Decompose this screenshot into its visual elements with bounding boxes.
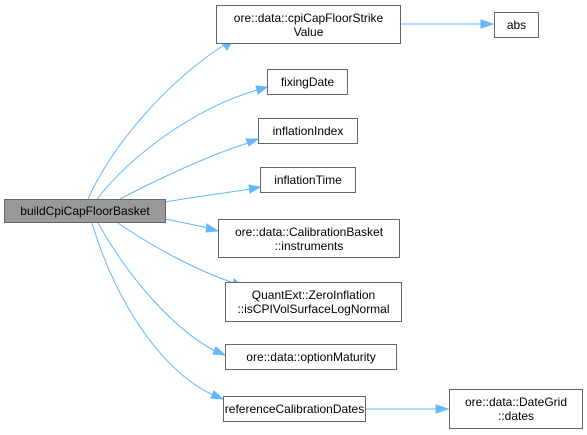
arrowhead-inflation-time bbox=[248, 184, 262, 194]
arrowhead-fixing-date bbox=[255, 85, 269, 95]
node-reference-calibration-dates[interactable]: referenceCalibrationDates bbox=[223, 396, 366, 422]
node-build-cpi-cap-floor-basket: buildCpiCapFloorBasket bbox=[4, 199, 166, 223]
node-date-grid-dates-label-line1: ore::data::DateGrid bbox=[464, 395, 568, 409]
node-abs[interactable]: abs bbox=[494, 12, 539, 38]
edge-root-to-ref-dates bbox=[91, 222, 214, 396]
node-option-maturity-label: ore::data::optionMaturity bbox=[246, 350, 376, 364]
arrowhead-inflation-index bbox=[245, 138, 260, 147]
edge-root-to-inflation-index bbox=[119, 142, 249, 200]
arrowhead-abs bbox=[480, 19, 495, 29]
node-calibration-basket-instruments-label-line2: ::instruments bbox=[274, 238, 344, 253]
node-option-maturity[interactable]: ore::data::optionMaturity bbox=[225, 344, 397, 370]
node-cpi-cap-floor-strike-value-label-line2: Value bbox=[293, 24, 324, 39]
node-is-cpi-vol-surface-log-normal[interactable]: QuantExt::ZeroInflation ::isCPIVolSurfac… bbox=[225, 282, 402, 322]
node-inflation-time[interactable]: inflationTime bbox=[260, 167, 356, 193]
node-cpi-cap-floor-strike-value[interactable]: ore::data::cpiCapFloorStrike Value bbox=[216, 5, 401, 44]
node-cpi-cap-floor-strike-value-label-line1: ore::data::cpiCapFloorStrike bbox=[233, 10, 384, 25]
node-inflation-index-label: inflationIndex bbox=[272, 124, 344, 138]
node-is-cpi-vol-surface-log-normal-label-line1: QuantExt::ZeroInflation bbox=[251, 288, 376, 302]
node-calibration-basket-instruments-label-line1: ore::data::CalibrationBasket bbox=[234, 224, 384, 239]
node-date-grid-dates-label-line2: ::dates bbox=[497, 409, 535, 423]
arrowhead-option-maturity bbox=[212, 346, 227, 356]
node-date-grid-dates[interactable]: ore::data::DateGrid ::dates bbox=[449, 389, 583, 429]
node-fixing-date-label: fixingDate bbox=[280, 75, 335, 89]
edge-root-to-lognormal bbox=[117, 222, 235, 284]
node-build-cpi-cap-floor-basket-label: buildCpiCapFloorBasket bbox=[20, 204, 150, 218]
arrowhead-dategrid bbox=[435, 404, 450, 414]
edge-root-to-fixing-date bbox=[96, 89, 258, 200]
node-inflation-time-label: inflationTime bbox=[274, 173, 342, 187]
node-calibration-basket-instruments[interactable]: ore::data::CalibrationBasket ::instrumen… bbox=[218, 219, 400, 258]
node-fixing-date[interactable]: fixingDate bbox=[267, 69, 348, 95]
edge-root-to-option-maturity bbox=[97, 222, 216, 352]
edge-root-to-instruments bbox=[164, 218, 209, 229]
edge-root-to-inflation-time bbox=[164, 188, 251, 203]
arrowhead-ref-dates bbox=[210, 390, 225, 400]
edge-root-to-strike-value bbox=[87, 44, 225, 200]
node-reference-calibration-dates-label: referenceCalibrationDates bbox=[224, 402, 365, 416]
node-inflation-index[interactable]: inflationIndex bbox=[258, 118, 358, 144]
arrowhead-instruments bbox=[205, 223, 220, 233]
node-is-cpi-vol-surface-log-normal-label-line2: ::isCPIVolSurfaceLogNormal bbox=[237, 302, 390, 316]
node-abs-label: abs bbox=[506, 18, 527, 32]
